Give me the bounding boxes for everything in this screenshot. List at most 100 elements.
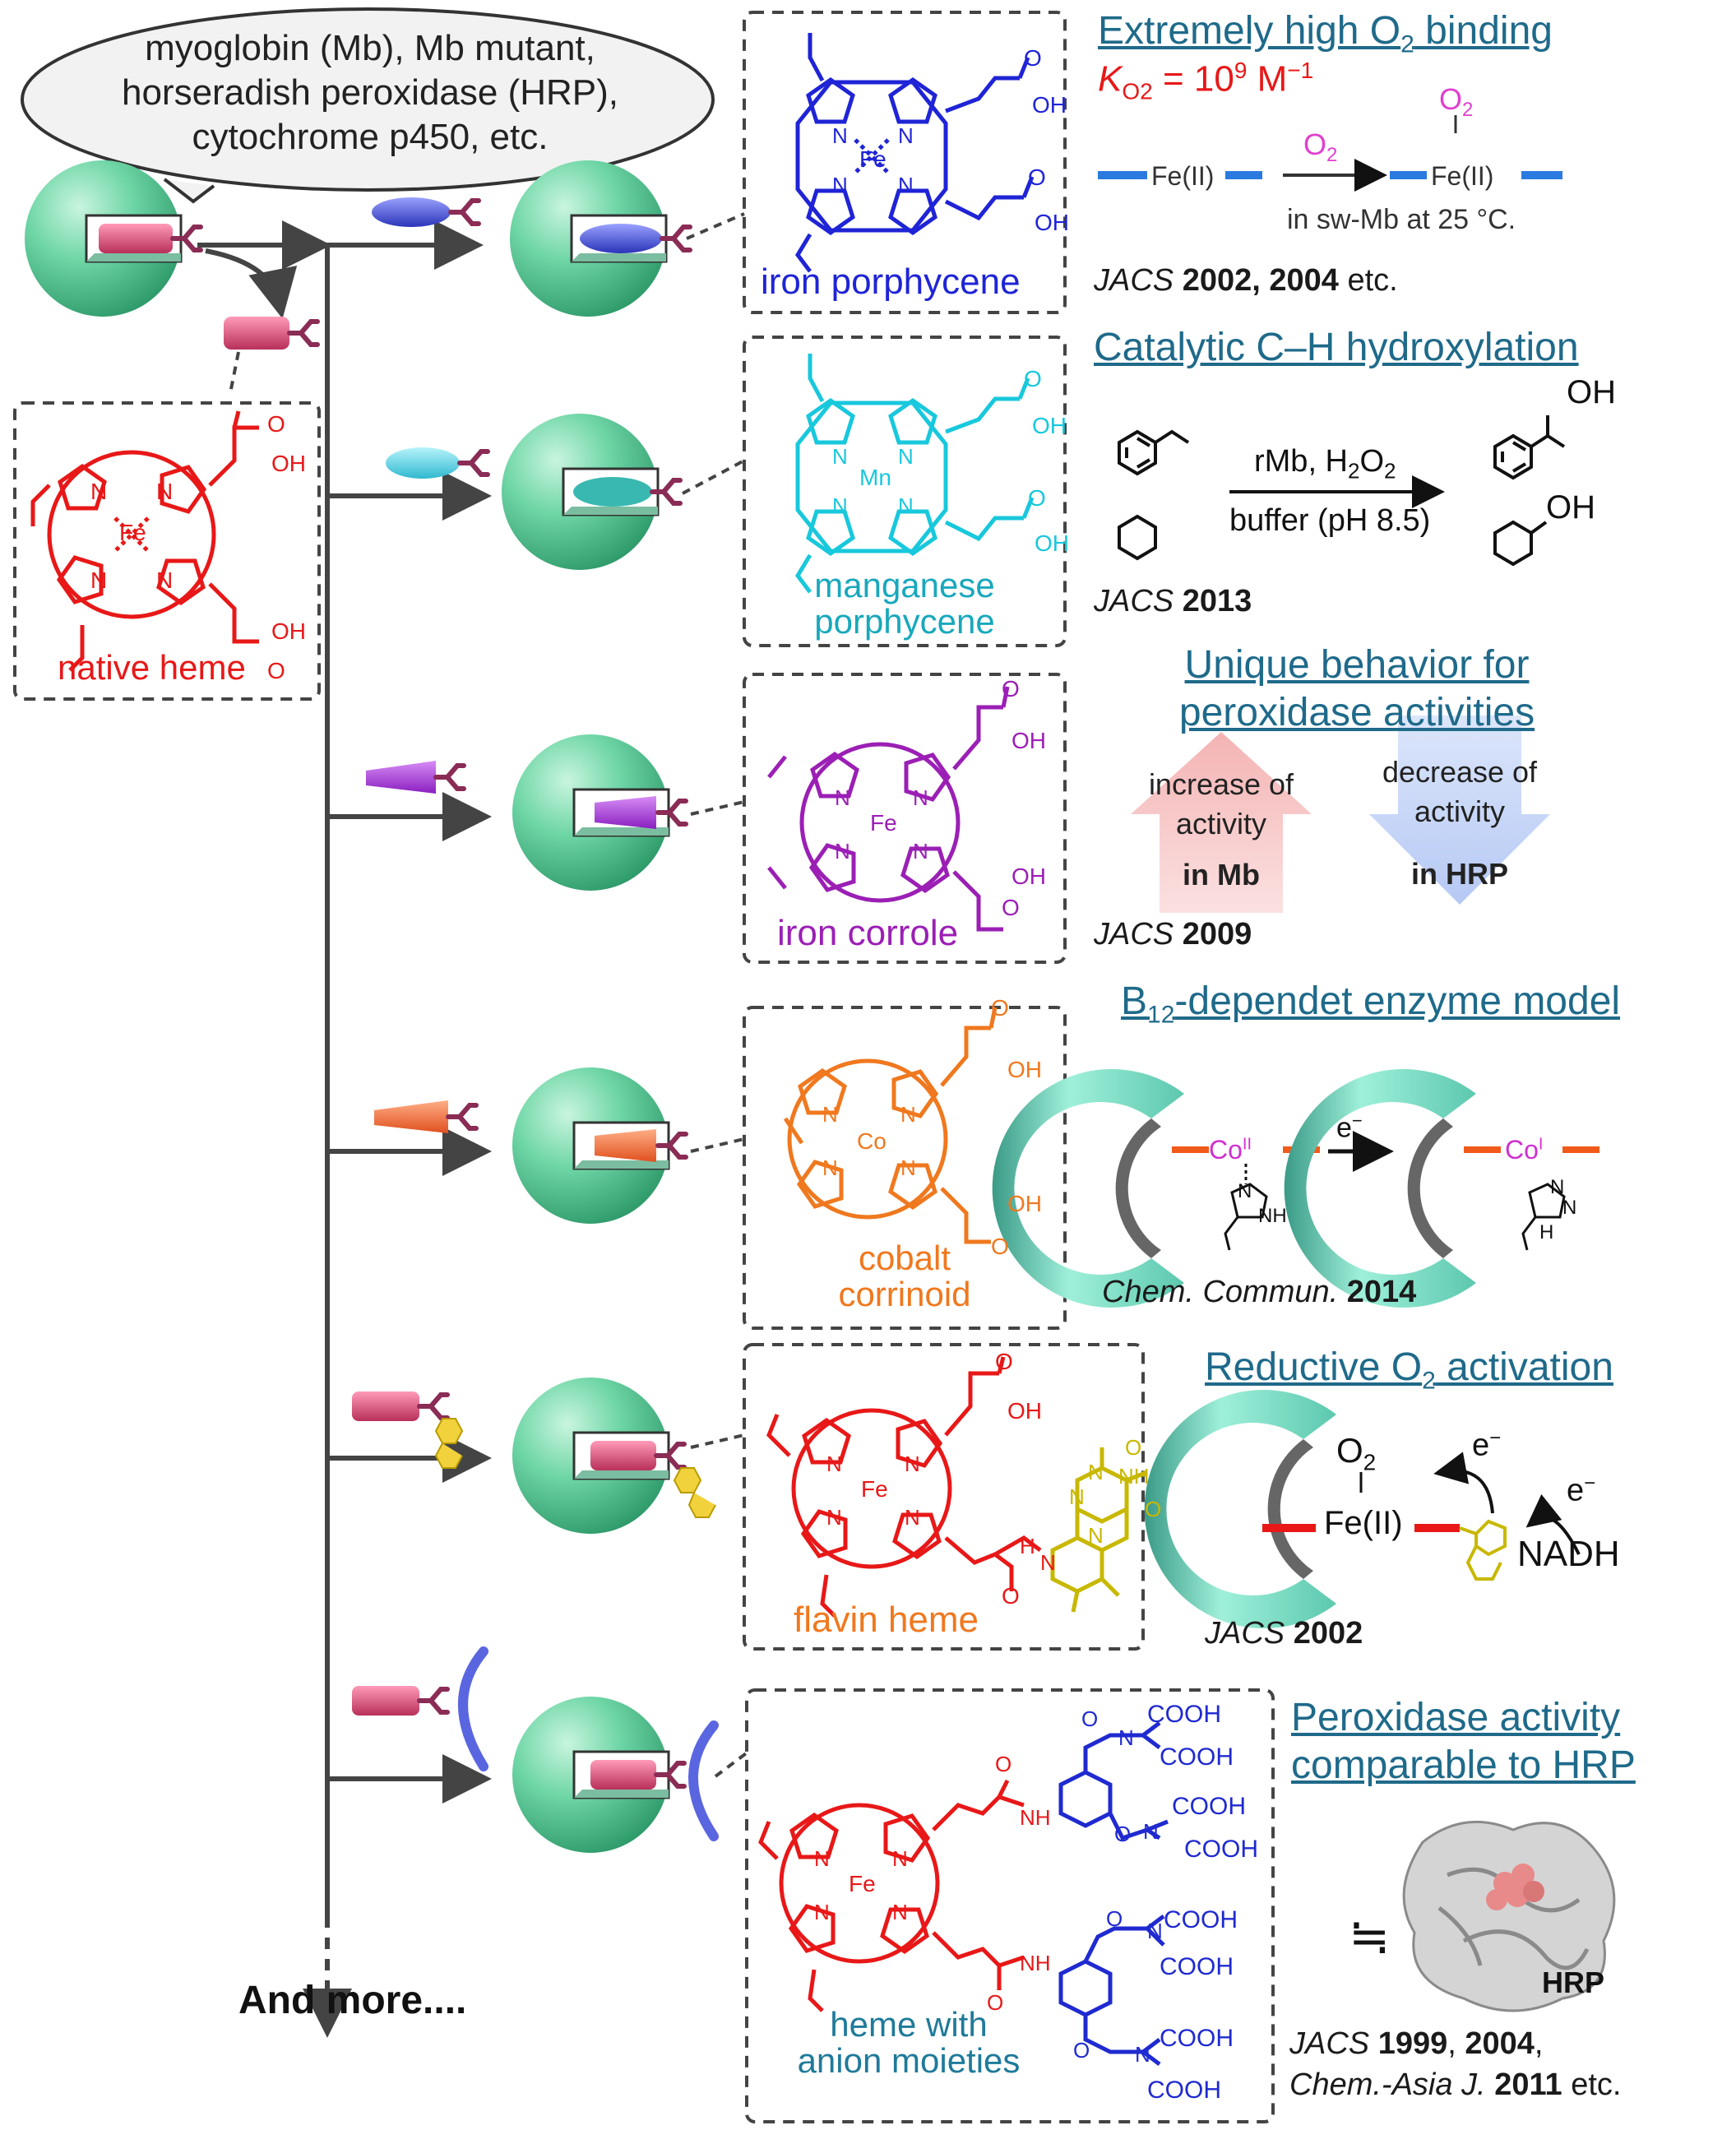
row6-heading-l1: Peroxidase activity — [1291, 1696, 1621, 1739]
reconstituted-protein-1 — [508, 159, 690, 318]
row1-heading: Extremely high O2 binding — [1098, 9, 1553, 58]
anion-heme-box — [745, 1688, 1275, 2123]
iron-corrole-label: iron corrole — [777, 913, 959, 953]
row3-heading: Unique behavior for peroxidase activitie… — [1094, 641, 1620, 737]
row6-blue-n1: N — [1118, 1725, 1134, 1750]
row4-metal: Co — [857, 1128, 887, 1154]
b12-model-scheme — [992, 1068, 1599, 1308]
native-o2: O — [267, 658, 285, 683]
row5-flavin-o1: O — [1125, 1435, 1142, 1460]
decrease-l1: decrease of — [1382, 755, 1538, 789]
mn-porphycene-label: manganese porphycene — [744, 567, 1065, 640]
row1-oh1: OH — [1032, 92, 1067, 118]
propionate-icon — [451, 201, 479, 224]
row4-n4: N — [900, 1155, 916, 1180]
mn-porphycene-cofactor-icon — [386, 447, 460, 479]
row5-o1: O — [995, 1349, 1013, 1374]
row5-n4: N — [905, 1505, 920, 1530]
electron-1: e− — [1472, 1427, 1502, 1463]
fe-ii-right: Fe(II) — [1431, 161, 1494, 191]
row2-citation: JACS 2013 — [1094, 584, 1252, 618]
row4-oh2: OH — [1007, 1191, 1042, 1216]
row3-o2: O — [1002, 895, 1020, 920]
reductive-fe-ii: Fe(II) — [1324, 1505, 1403, 1541]
native-n1: N — [90, 479, 108, 504]
flavin-heme-box — [743, 1343, 1145, 1651]
row1-o2: O — [1028, 164, 1046, 190]
native-oh2: OH — [271, 618, 306, 644]
row4-oh1: OH — [1007, 1057, 1042, 1082]
iron-porphycene-label: iron porphycene — [761, 262, 1021, 302]
row6-citation-l1: JACS 1999, 2004, — [1289, 2026, 1544, 2061]
bound-o2: O2 — [1336, 1431, 1377, 1475]
row2-n4: N — [898, 493, 914, 518]
row6-citation-l2: Chem.-Asia J. 2011 etc. — [1289, 2067, 1622, 2102]
decrease-l2: activity — [1414, 794, 1506, 828]
reconstituted-protein-2 — [500, 412, 680, 572]
hydroxylation-condition-1: rMb, H2O2 — [1254, 444, 1396, 484]
row2-n3: N — [832, 493, 848, 518]
row4-o2: O — [991, 1234, 1009, 1259]
row6-blue-o1: O — [1081, 1706, 1099, 1731]
row1-citation: JACS 2002, 2004 etc. — [1094, 263, 1398, 298]
row1-n3: N — [832, 173, 848, 197]
row6-blue-o4: O — [1073, 2038, 1090, 2063]
row6-citation: JACS 1999, 2004, Chem.-Asia J. 2011 etc. — [1289, 2023, 1621, 2105]
native-oh1: OH — [271, 451, 306, 476]
row4-n2: N — [900, 1102, 916, 1127]
b12-electron: e− — [1336, 1110, 1363, 1144]
native-n2: N — [156, 479, 174, 504]
row4-citation: Chem. Commun. 2014 — [1102, 1275, 1417, 1309]
cooh-2: COOH — [1160, 1743, 1234, 1771]
row4-n3: N — [822, 1155, 838, 1180]
anion-heme-cofactor-icon — [352, 1646, 488, 1771]
native-heme-structure — [30, 410, 259, 672]
row5-heading: Reductive O2 activation — [1205, 1345, 1613, 1395]
bubble-line-3: cytochrome p450, etc. — [192, 117, 549, 157]
b12-right-h: H — [1539, 1221, 1554, 1243]
anion-heme-label: heme with anion moieties — [761, 2007, 1057, 2079]
row6-heading: Peroxidase activity comparable to HRP — [1291, 1694, 1636, 1790]
heme-callout-line — [229, 351, 240, 394]
row5-n2: N — [905, 1452, 920, 1476]
main-flow-arrows — [197, 220, 492, 2038]
reconstituted-protein-3 — [511, 733, 686, 892]
row2-o1: O — [1024, 366, 1042, 391]
row3-o1: O — [1002, 676, 1020, 702]
row1-n2: N — [898, 123, 914, 148]
row3-citation: JACS 2009 — [1094, 917, 1252, 952]
flavin-heme-label: flavin heme — [794, 1600, 979, 1640]
row4-label-l2: corrinoid — [838, 1275, 971, 1313]
and-more-label: And more.... — [238, 1979, 467, 2022]
row3-n1: N — [835, 785, 850, 810]
mn-porphycene-box — [743, 336, 1067, 647]
iron-porphycene-structure — [794, 33, 1035, 273]
row3-n2: N — [913, 785, 928, 810]
row6-label-l2: anion moieties — [797, 2041, 1021, 2080]
activity-arrows — [1131, 715, 1550, 913]
native-heme-box — [13, 401, 321, 701]
cobalt-corrinoid-label: cobalt corrinoid — [744, 1240, 1065, 1313]
row4-o1: O — [991, 995, 1009, 1021]
reconstituted-protein-5 — [511, 1376, 716, 1535]
b12-right-n2: N — [1562, 1197, 1577, 1219]
row6-blue-o3: O — [1106, 1906, 1123, 1931]
row4-label-l1: cobalt — [858, 1239, 951, 1277]
row6-nh1: NH — [1020, 1805, 1051, 1830]
row6-metal: Fe — [849, 1871, 876, 1896]
native-metal-label: Fe — [119, 520, 146, 545]
row6-label-l1: heme with — [830, 2005, 988, 2044]
row5-n1: N — [826, 1452, 842, 1476]
hydroxylation-scheme — [1118, 415, 1566, 567]
b12-left-n: N — [1238, 1180, 1252, 1202]
row5-metal: Fe — [861, 1476, 888, 1502]
porphycene-cofactor-icon — [372, 197, 451, 227]
b12-right-n: N — [1550, 1176, 1565, 1198]
extracted-heme-piece — [224, 317, 317, 350]
corrole-cofactor-icon — [366, 761, 436, 794]
o2-note: in sw-Mb at 25 °C. — [1287, 204, 1516, 235]
row5-flavin-n3: N — [1069, 1484, 1085, 1509]
iron-corrole-structure — [767, 686, 1010, 932]
decrease-l3: in HRP — [1410, 857, 1508, 891]
row5-flavin-n1: N — [1088, 1460, 1104, 1484]
